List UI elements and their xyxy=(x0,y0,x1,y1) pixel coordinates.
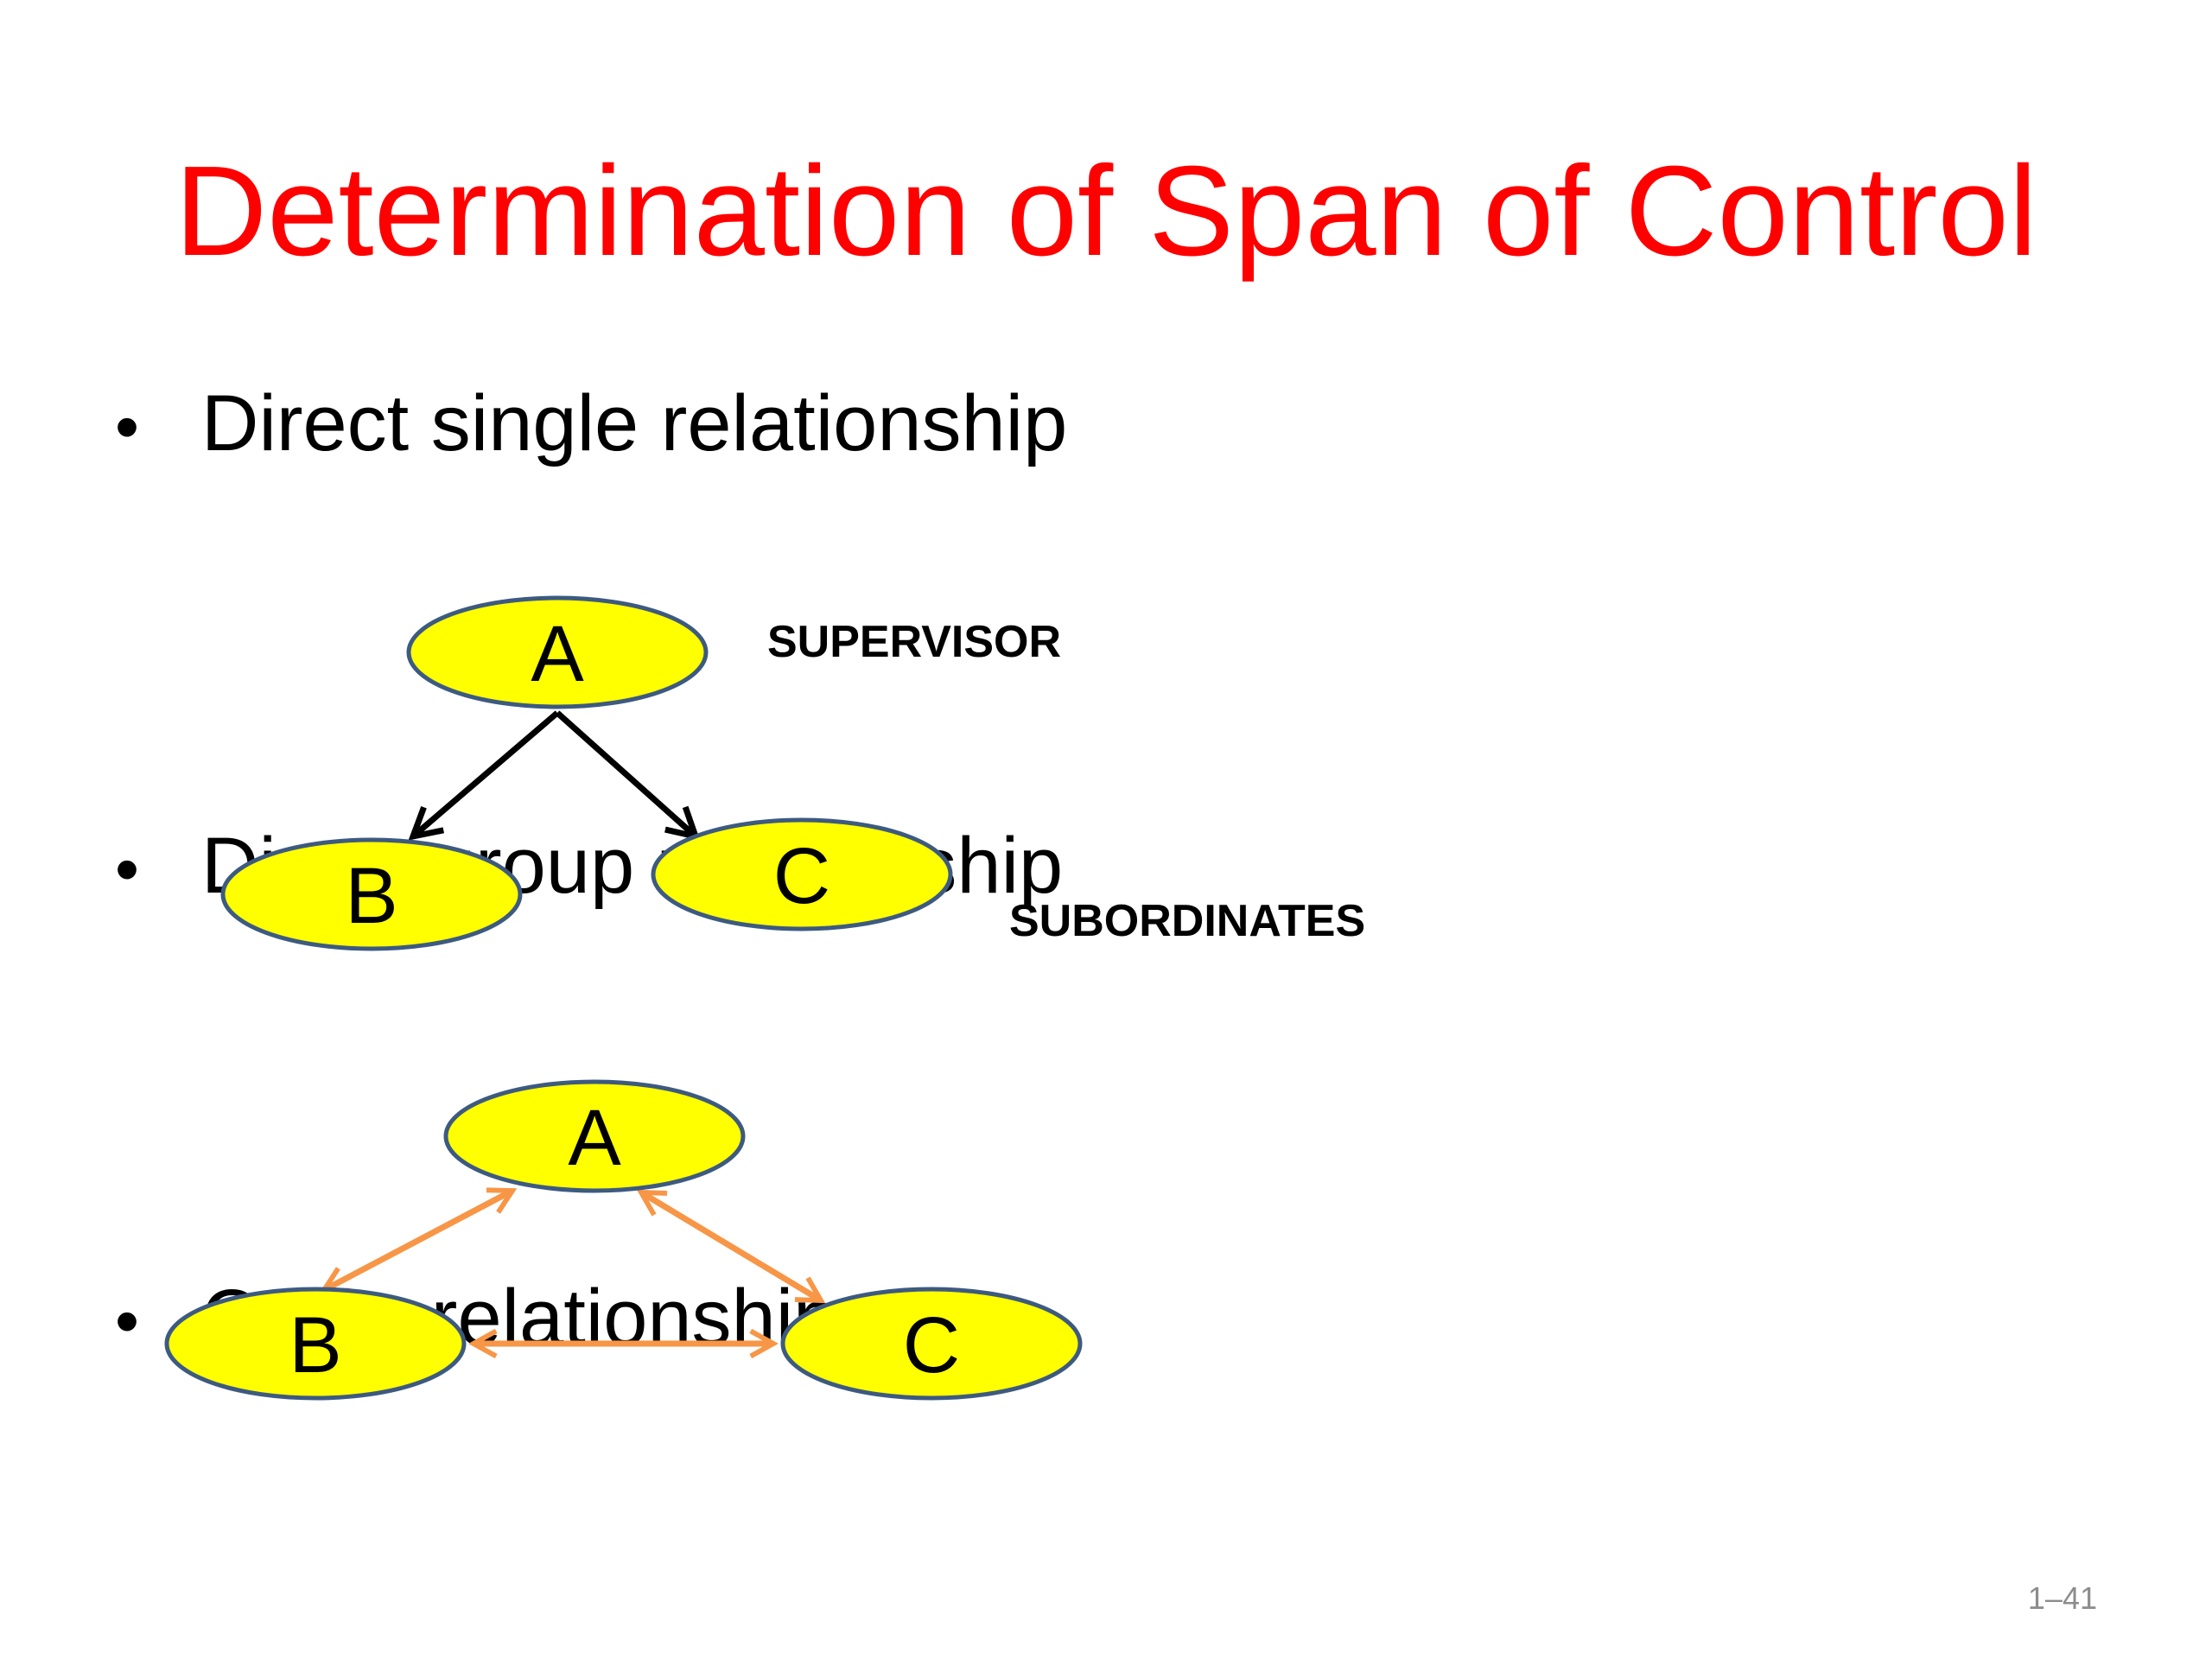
bullet-dot: • xyxy=(115,1282,140,1359)
page-number: 1–41 xyxy=(2027,1580,2097,1616)
slide-title: Determination of Span of Control xyxy=(175,140,2037,283)
node-cross-c: C xyxy=(780,1287,1083,1401)
arrow-a-to-c xyxy=(555,710,696,836)
node-supervisor-a: A xyxy=(406,595,709,709)
node-label: B xyxy=(289,1301,341,1389)
bullet-dot: • xyxy=(115,830,140,907)
node-label: B xyxy=(345,852,397,940)
bullet-dot: • xyxy=(115,388,140,465)
node-label: C xyxy=(773,832,830,920)
arrow-b-a-double xyxy=(324,1191,512,1290)
cross-relationship-diagram: A B C xyxy=(164,1079,1083,1401)
direct-relationship-diagram: A B C SUPERVISOR SUBORDINATES xyxy=(220,595,1365,951)
node-label: A xyxy=(531,610,584,698)
bullet-direct-single-text: Direct single relationship xyxy=(201,379,1068,467)
node-cross-a: A xyxy=(443,1079,746,1193)
arrow-a-c-double xyxy=(641,1192,821,1300)
supervisor-label: SUPERVISOR xyxy=(767,617,1061,667)
node-label: C xyxy=(903,1301,960,1389)
arrow-a-to-b xyxy=(413,710,560,836)
node-cross-b: B xyxy=(164,1287,467,1401)
node-subordinate-b: B xyxy=(220,837,523,951)
node-subordinate-c: C xyxy=(651,817,953,931)
subordinates-label: SUBORDINATES xyxy=(1009,896,1365,946)
node-label: A xyxy=(568,1094,621,1182)
bullet-direct-single: • Direct single relationship xyxy=(115,376,1067,471)
